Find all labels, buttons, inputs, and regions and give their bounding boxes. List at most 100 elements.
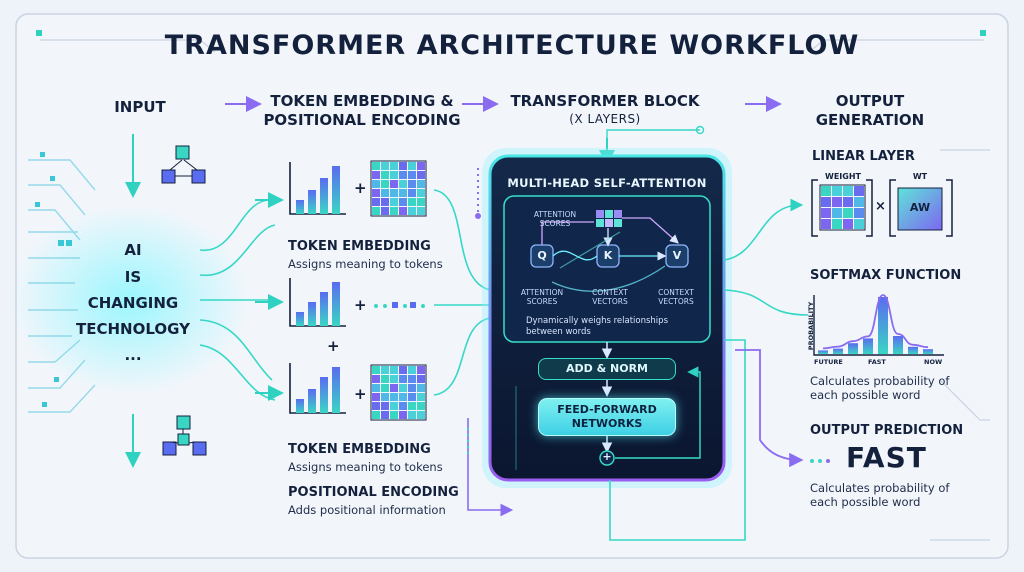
matrix-cell <box>399 198 407 206</box>
aw-bracket <box>889 179 953 237</box>
output-circuit-traces <box>930 149 990 541</box>
matrix-cell <box>381 366 389 374</box>
title-frame-right <box>808 39 984 53</box>
matrix-cell <box>417 180 425 188</box>
input-word-is: IS <box>124 268 142 286</box>
softmax-label: SOFTMAX FUNCTION <box>810 268 962 283</box>
weight-matrix-icon <box>819 184 866 231</box>
matrix-cell <box>417 198 425 206</box>
attention-grid-icon <box>596 210 622 227</box>
softmax-curve <box>822 294 929 350</box>
matrix-cell <box>832 186 842 196</box>
aw-label: AW <box>909 201 931 214</box>
matrix-cell <box>408 411 416 419</box>
token-embedding-desc-1: Assigns meaning to tokens <box>288 257 443 271</box>
matrix-cell <box>381 180 389 188</box>
matrix-cell <box>399 402 407 410</box>
matrix-cell <box>390 180 398 188</box>
bottom-left-trace <box>467 418 514 517</box>
matrix-cell <box>843 219 853 229</box>
matrix-cell <box>399 171 407 179</box>
matrix-cell <box>390 375 398 383</box>
matrix-cell <box>832 219 842 229</box>
add-norm-box: ADD & NORM <box>538 358 676 380</box>
input-word-technology: TECHNOLOGY <box>76 320 190 338</box>
matrix-border <box>819 184 866 231</box>
softmax-bar <box>833 348 843 354</box>
feed-forward-box: FEED-FORWARD NETWORKS <box>538 398 676 436</box>
token-embedding-label-2: TOKEN EMBEDDING <box>288 442 431 457</box>
matrix-cell <box>381 402 389 410</box>
softmax-bar <box>818 350 828 354</box>
softmax-bars <box>818 297 933 354</box>
ffn-line2: NETWORKS <box>571 417 643 430</box>
matrix-cell <box>399 366 407 374</box>
attention-title: MULTI-HEAD SELF-ATTENTION <box>507 176 707 190</box>
matrix-cell <box>372 384 380 392</box>
matrix-cell <box>417 207 425 215</box>
embedding-header-line2: POSITIONAL ENCODING <box>263 111 461 129</box>
matrix-cell <box>399 180 407 188</box>
matrix-cell <box>408 198 416 206</box>
matrix-cell <box>821 208 831 218</box>
prediction-dots <box>810 459 830 463</box>
matrix-cell <box>399 207 407 215</box>
input-circuit-traces <box>28 159 96 413</box>
matrix-cell <box>390 366 398 374</box>
matrix-cell <box>372 207 380 215</box>
matrix-cell <box>832 197 842 207</box>
matrix-cell <box>390 171 398 179</box>
attention-scores-bottom-label: ATTENTION SCORES <box>520 288 564 306</box>
matrix-cell <box>399 393 407 401</box>
page-title: TRANSFORMER ARCHITECTURE WORKFLOW <box>164 30 860 61</box>
matrix-cell <box>854 197 864 207</box>
matrix-cell <box>408 375 416 383</box>
positional-dots-icon <box>374 302 425 308</box>
top-trace <box>606 129 700 138</box>
positional-encoding-label: POSITIONAL ENCODING <box>288 485 459 500</box>
output-header-line2: GENERATION <box>815 111 925 129</box>
input-word-ellipsis: ... <box>124 346 142 364</box>
matrix-cell <box>417 366 425 374</box>
aw-matrix <box>897 187 943 231</box>
positional-encoding-desc: Adds positional information <box>288 503 446 517</box>
matrix-cell <box>390 393 398 401</box>
matrix-cell <box>399 162 407 170</box>
probability-axis-label: PROBABILITY <box>807 301 815 351</box>
matrix-cell <box>390 384 398 392</box>
residual-loop <box>615 366 701 459</box>
input-header: INPUT <box>114 98 166 116</box>
embedding-bar-icon-2 <box>289 278 346 327</box>
matrix-cell <box>408 171 416 179</box>
softmax-tick-fast: FAST <box>868 358 886 366</box>
matrix-cell <box>821 219 831 229</box>
matrix-cell <box>381 171 389 179</box>
matrix-border <box>370 160 427 217</box>
matrix-cell <box>381 393 389 401</box>
matrix-cell <box>390 207 398 215</box>
context-vectors-label-1: CONTEXT VECTORS <box>592 288 628 306</box>
q-label: Q <box>537 249 547 262</box>
matrix-cell <box>399 411 407 419</box>
matrix-cell <box>408 180 416 188</box>
matrix-cell <box>372 189 380 197</box>
matrix-cell <box>408 366 416 374</box>
matrix-cell <box>408 207 416 215</box>
matrix-cell <box>408 402 416 410</box>
title-frame-left <box>40 39 216 53</box>
input-word-changing: CHANGING <box>87 294 179 312</box>
embedding-matrix-icon-2 <box>370 364 427 421</box>
matrix-cell <box>843 208 853 218</box>
softmax-bar <box>848 343 858 354</box>
matrix-cell <box>854 186 864 196</box>
matrix-cell <box>381 375 389 383</box>
transformer-header: TRANSFORMER BLOCK <box>510 92 700 110</box>
matrix-cell <box>408 189 416 197</box>
matrix-cell <box>417 411 425 419</box>
matrix-cell <box>372 366 380 374</box>
residual-plus: + <box>602 450 612 463</box>
ffn-line1: FEED-FORWARD <box>557 403 657 416</box>
embedding-bar-icon-1 <box>289 162 346 215</box>
weight-label: WEIGHT <box>825 172 861 181</box>
output-header: OUTPUT GENERATION <box>800 92 940 130</box>
